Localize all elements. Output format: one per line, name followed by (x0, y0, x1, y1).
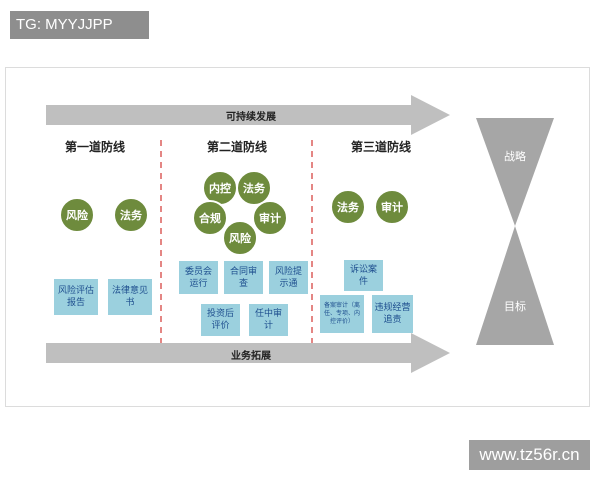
hourglass-bottom-label: 目标 (504, 300, 526, 313)
second-circle-audit: 审计 (252, 200, 288, 236)
hourglass-top (476, 118, 554, 226)
second-box-tenure-audit: 任中审计 (249, 304, 288, 336)
top-arrow-label: 可持续发展 (226, 112, 276, 123)
third-box-litigation: 诉讼案件 (344, 260, 383, 291)
second-line-title: 第二道防线 (206, 140, 267, 154)
second-circle-risk: 风险 (222, 220, 258, 256)
diagram-frame: 可持续发展 业务拓展 第一道防线 风险 法务 风险评估报告 法律意见书 第二道防… (5, 67, 590, 407)
third-box-filing-audit: 备案审计（离任、专项、内控评价） (320, 295, 364, 333)
bottom-arrow (46, 333, 450, 373)
first-circle-legal: 法务 (113, 197, 149, 233)
second-box-risk-alert: 风险提示通 (269, 261, 308, 294)
second-box-committee: 委员会运行 (179, 261, 218, 294)
hourglass-top-label: 战略 (504, 150, 526, 163)
third-line-title: 第三道防线 (350, 140, 411, 154)
first-circle-risk: 风险 (59, 197, 95, 233)
third-box-accountability: 违规经营追责 (372, 295, 413, 333)
second-box-contract-review: 合同审查 (224, 261, 263, 294)
hourglass-bottom (476, 226, 554, 345)
first-box-legal-opinion: 法律意见书 (108, 279, 152, 315)
diagram-canvas (46, 95, 554, 373)
top-arrow (46, 95, 450, 135)
third-circle-audit: 审计 (374, 189, 410, 225)
second-box-post-investment: 投资后评价 (201, 304, 240, 336)
third-circle-legal: 法务 (330, 189, 366, 225)
watermark: www.tz56r.cn (469, 440, 590, 470)
first-box-risk-report: 风险评估报告 (54, 279, 98, 315)
second-circle-compliance: 合规 (192, 200, 228, 236)
tag-label: TG: MYYJJPP (10, 11, 149, 39)
first-line-title: 第一道防线 (64, 140, 125, 154)
bottom-arrow-label: 业务拓展 (231, 351, 271, 362)
